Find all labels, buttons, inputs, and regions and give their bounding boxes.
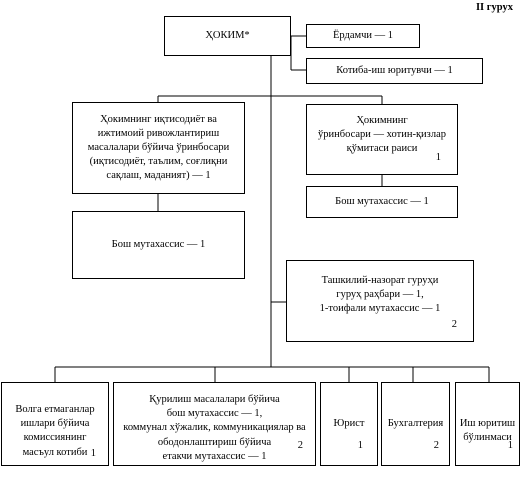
- node-yordamchi: Ёрдамчи — 1: [306, 24, 420, 48]
- node-yurist: Юрист 1: [320, 382, 378, 466]
- node-hokim-label: ҲОКИМ*: [205, 29, 250, 41]
- node-qurilish-number: 2: [297, 439, 303, 451]
- node-deputy-women: Ҳокимнинг ўринбосари — хотин-қизлар қўми…: [306, 104, 458, 175]
- node-buxgalteriya: Бухгалтерия 2: [381, 382, 450, 466]
- node-qurilish-label: Қурилиш масалалари бўйича бош мутахассис…: [123, 394, 306, 462]
- node-yurist-label: Юрист: [333, 418, 365, 429]
- node-deputy-econ-label: Ҳокимнинг иқтисодиёт ва ижтимоий ривожла…: [87, 113, 230, 182]
- node-deputy-women-number: 1: [435, 151, 441, 163]
- node-qurilish: Қурилиш масалалари бўйича бош мутахассис…: [113, 382, 316, 466]
- node-nazorat-label: Ташкилий-назорат гуруҳи гуруҳ раҳбари — …: [319, 275, 441, 315]
- node-bosh-mut-1: Бош мутахассис — 1: [72, 211, 245, 279]
- node-kotiba-label: Котиба-иш юритувчи — 1: [336, 64, 453, 76]
- node-ish-yurit-number: 1: [507, 439, 513, 451]
- node-ish-yurit-label: Иш юритиш бўлинмаси: [459, 418, 516, 444]
- node-deputy-women-label: Ҳокимнинг ўринбосари — хотин-қизлар қўми…: [318, 115, 446, 155]
- node-deputy-econ: Ҳокимнинг иқтисодиёт ва ижтимоий ривожла…: [72, 102, 245, 194]
- node-yordamchi-label: Ёрдамчи — 1: [332, 29, 394, 41]
- node-ish-yurit: Иш юритиш бўлинмаси 1: [455, 382, 520, 466]
- node-nazorat-number: 2: [451, 318, 457, 330]
- node-bosh-mut-2-label: Бош мутахассис — 1: [335, 195, 429, 207]
- node-nazorat: Ташкилий-назорат гуруҳи гуруҳ раҳбари — …: [286, 260, 474, 342]
- node-bosh-mut-1-label: Бош мутахассис — 1: [111, 238, 206, 250]
- node-yurist-number: 1: [357, 439, 363, 451]
- group-label: II гурух: [475, 2, 513, 13]
- node-buxgalteriya-label: Бухгалтерия: [387, 418, 444, 429]
- node-buxgalteriya-number: 2: [433, 439, 439, 451]
- node-volga: Волга етмаганлар ишлари бўйича комиссиян…: [1, 382, 109, 466]
- node-hokim: ҲОКИМ*: [164, 16, 291, 56]
- node-bosh-mut-2: Бош мутахассис — 1: [306, 186, 458, 218]
- node-volga-number: 1: [90, 447, 96, 459]
- node-kotiba: Котиба-иш юритувчи — 1: [306, 58, 483, 84]
- node-volga-label: Волга етмаганлар ишлари бўйича комиссиян…: [15, 404, 95, 458]
